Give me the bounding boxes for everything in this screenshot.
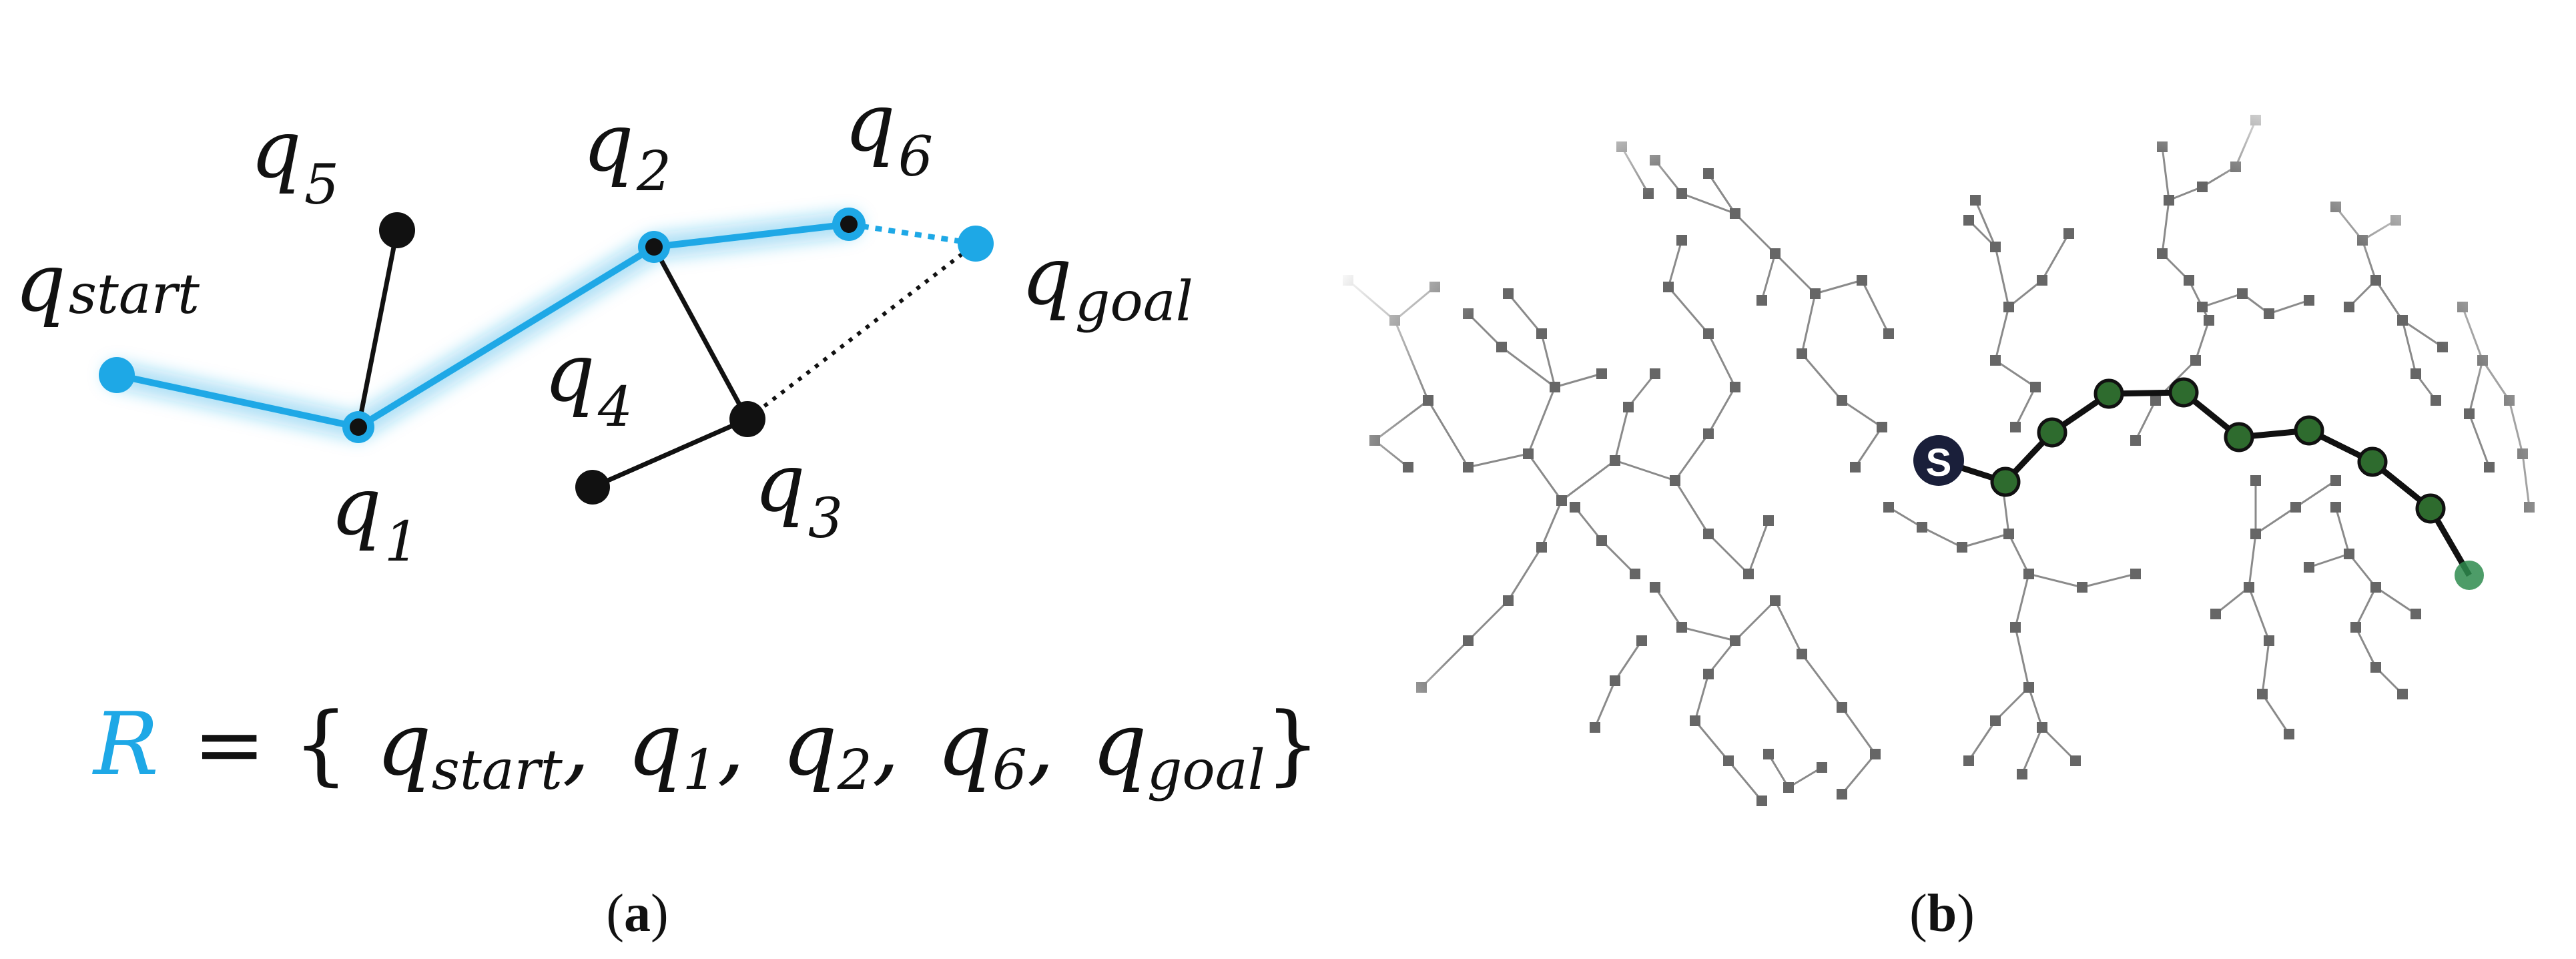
label-qgoal: qgoal — [1021, 230, 1193, 334]
panel-b: S (b) — [1248, 27, 2576, 959]
node-q1-core — [350, 418, 367, 436]
edge-q3-qgoal — [746, 242, 977, 421]
solution-path — [1937, 389, 2472, 577]
label-q4: q4 — [544, 327, 633, 439]
panel-a: qstart q1 q2 q3 q4 q5 q6 qgoal R = { qst… — [15, 77, 1321, 943]
node-q4 — [575, 470, 610, 505]
formula-equals: = { — [193, 693, 348, 795]
label-q6: q6 — [844, 77, 933, 189]
formula: R = { qstart, q1, q2, q6, qgoal} — [92, 693, 1321, 802]
node-qstart — [99, 357, 135, 393]
start-marker-label: S — [1926, 441, 1952, 485]
edge-q1-q5 — [356, 230, 400, 428]
node-q3 — [729, 401, 765, 437]
path-node — [2037, 417, 2067, 448]
edge-q6-qgoal — [848, 222, 976, 246]
node-q5 — [379, 212, 415, 248]
label-q3: q3 — [754, 437, 843, 551]
edge-q3-q4 — [591, 416, 749, 490]
formula-symbol: R — [92, 693, 159, 795]
path-node — [2168, 377, 2199, 408]
path-node — [2357, 446, 2388, 477]
path-node — [2094, 378, 2124, 409]
vignette — [1248, 27, 2576, 959]
label-q2: q2 — [583, 97, 671, 204]
start-marker — [1913, 435, 1964, 486]
node-qgoal — [958, 226, 994, 262]
label-q5: q5 — [250, 103, 339, 217]
path-node — [1990, 466, 2021, 497]
goal-node — [2455, 561, 2484, 590]
edge-q2-q3 — [651, 246, 750, 420]
path-node — [2415, 493, 2446, 524]
path-node — [2294, 415, 2324, 446]
caption-b: (b) — [1909, 884, 1975, 943]
label-q1: q1 — [330, 460, 419, 574]
node-q2-core — [645, 238, 663, 256]
path-node — [2224, 422, 2254, 452]
caption-a: (a) — [606, 884, 668, 943]
path-edges — [115, 221, 850, 430]
label-qstart: qstart — [15, 237, 200, 330]
node-q6-core — [840, 216, 858, 233]
